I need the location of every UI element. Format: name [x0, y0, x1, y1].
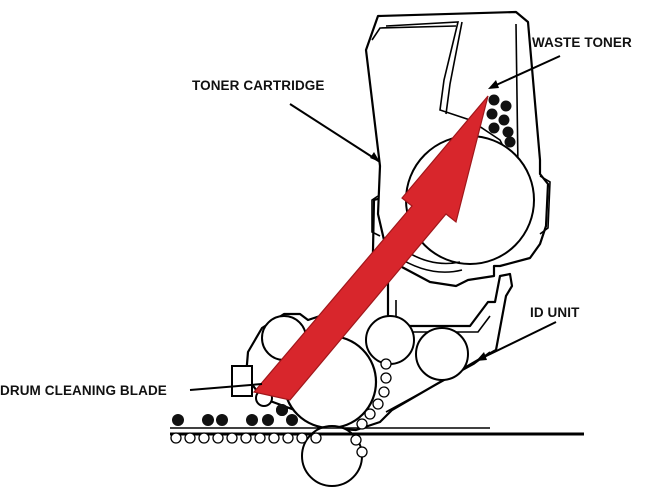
toner-bead	[350, 434, 362, 446]
waste-toner-particle	[488, 122, 500, 134]
waste-toner-particle	[488, 94, 500, 106]
toner-bead	[364, 408, 376, 420]
belt-toner-particle	[286, 414, 298, 426]
drum-cleaning-blade-holder	[231, 365, 253, 397]
label-id-unit: ID UNIT	[530, 305, 580, 320]
toner-bead	[170, 432, 182, 444]
drum-toner-chain	[356, 358, 392, 430]
label-drum-cleaning-blade: DRUM CLEANING BLADE	[0, 383, 167, 398]
toner-cartridge-divider	[445, 21, 463, 115]
belt-toner-particle	[202, 414, 214, 426]
waste-toner-leader	[493, 55, 561, 87]
toner-bead	[282, 432, 294, 444]
toner-bead	[378, 386, 390, 398]
waste-toner-particle	[504, 136, 516, 148]
toner-bead	[184, 432, 196, 444]
waste-toner-leader-head	[488, 80, 499, 89]
waste-toner-particle	[498, 114, 510, 126]
toner-bead	[296, 432, 308, 444]
toner-bead	[240, 432, 252, 444]
toner-bead	[356, 418, 368, 430]
cartridge-left-tab	[371, 195, 381, 237]
toner-bead	[380, 358, 392, 370]
toner-bead	[268, 432, 280, 444]
belt-toner-particle	[172, 414, 184, 426]
toner-bead	[310, 432, 322, 444]
belt-toner-particle	[262, 414, 274, 426]
waste-toner-particles	[486, 94, 516, 148]
belt-toner-particle	[216, 414, 228, 426]
toner-bead	[372, 398, 384, 410]
toner-bead	[356, 446, 368, 458]
toner-bead	[198, 432, 210, 444]
toner-bead	[380, 372, 392, 384]
id-unit-leader	[481, 321, 557, 359]
label-waste-toner: WASTE TONER	[532, 35, 632, 50]
red-arrow-icon	[252, 95, 489, 401]
toner-bead	[254, 432, 266, 444]
id-unit-leader-head	[476, 352, 487, 361]
transfer-toner-row	[170, 432, 368, 458]
label-toner-cartridge: TONER CARTRIDGE	[192, 78, 325, 93]
developing-roller	[365, 315, 415, 365]
toner-bead	[226, 432, 238, 444]
cartridge-right-tab	[539, 175, 551, 235]
blade-toner-particle	[276, 404, 288, 416]
drum-cleaning-blade-leader	[189, 383, 263, 391]
supply-roller	[415, 327, 469, 381]
toner-cartridge-leader-head	[370, 152, 380, 162]
waste-toner-particle	[502, 126, 514, 138]
toner-cartridge-window	[371, 25, 457, 41]
toner-cartridge-leader	[289, 103, 381, 163]
belt-toner-particle	[246, 414, 258, 426]
toner-bead	[212, 432, 224, 444]
waste-toner-particle	[500, 100, 512, 112]
waste-toner-particle	[486, 108, 498, 120]
